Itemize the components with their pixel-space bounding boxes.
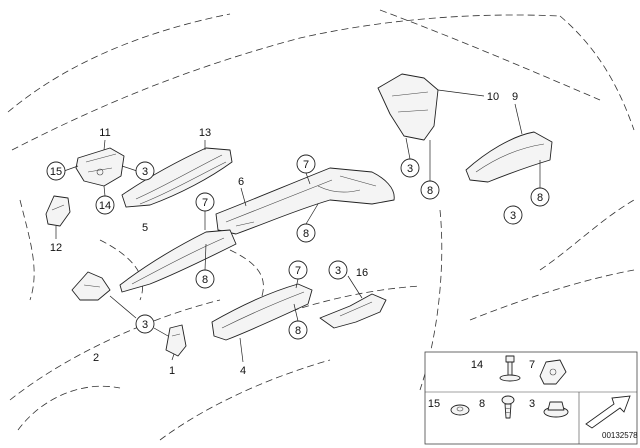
callout-bubble-c8e: 8 bbox=[288, 320, 308, 340]
callout-bubble-c8c: 8 bbox=[420, 180, 440, 200]
callout-circle bbox=[296, 154, 316, 174]
callout-circle bbox=[530, 187, 550, 207]
part-6-tunnel-shield bbox=[215, 167, 395, 235]
callout-bubble-c8b: 8 bbox=[296, 223, 316, 243]
part-10-upper-shield bbox=[377, 73, 439, 141]
part-5-exhaust-shield bbox=[119, 229, 237, 293]
callout-number: 7 bbox=[295, 265, 301, 277]
part-label-p4: 4 bbox=[240, 365, 246, 377]
callout-circle bbox=[195, 269, 215, 289]
part-9-rear-heat-shield bbox=[465, 131, 553, 183]
part-label-p10: 10 bbox=[487, 91, 499, 103]
callout-number: 7 bbox=[202, 197, 208, 209]
callout-bubble-c15a: 15 bbox=[46, 161, 66, 181]
callout-bubble-c3e: 3 bbox=[135, 314, 155, 334]
part-label-p5: 5 bbox=[142, 222, 148, 234]
callout-circle bbox=[95, 195, 115, 215]
part-label-p16: 16 bbox=[356, 267, 368, 279]
part-12-bracket bbox=[45, 195, 71, 227]
legend-label-l7: 7 bbox=[529, 359, 535, 371]
part-1-bracket bbox=[165, 324, 187, 357]
callout-circle bbox=[288, 260, 308, 280]
leader-lines bbox=[55, 89, 541, 363]
callout-bubbles: 15 3 14 7 8 7 8 3 8 8 3 7 3 8 3 bbox=[46, 154, 550, 340]
part-11-shield bbox=[75, 147, 125, 187]
callout-circle bbox=[503, 205, 523, 225]
callout-number: 14 bbox=[99, 200, 111, 212]
part-front-mount bbox=[71, 271, 111, 301]
callout-bubble-c8a: 8 bbox=[195, 269, 215, 289]
callout-bubble-c3d: 3 bbox=[328, 260, 348, 280]
callout-circle bbox=[195, 192, 215, 212]
bolt-icon bbox=[501, 395, 515, 419]
legend-frame bbox=[424, 351, 638, 445]
callout-number: 8 bbox=[537, 192, 543, 204]
callout-number: 3 bbox=[510, 210, 516, 222]
callout-circle bbox=[420, 180, 440, 200]
part-label-p12: 12 bbox=[50, 242, 62, 254]
callout-number: 3 bbox=[142, 319, 148, 331]
callout-number: 8 bbox=[427, 185, 433, 197]
legend-label-l3: 3 bbox=[529, 398, 535, 410]
part-16-clip-plate bbox=[319, 293, 387, 329]
part-label-p11: 11 bbox=[99, 127, 110, 139]
part-label-p2: 2 bbox=[93, 352, 99, 364]
part-label-p1: 1 bbox=[169, 365, 175, 377]
callout-bubble-c14a: 14 bbox=[95, 195, 115, 215]
reference-number: 00132578 bbox=[602, 431, 638, 440]
part-13-heat-shield bbox=[121, 147, 233, 208]
fastener-legend: 14 7 15 8 3 bbox=[424, 351, 638, 445]
callout-number: 3 bbox=[335, 265, 341, 277]
callout-circle bbox=[288, 320, 308, 340]
part-label-p13: 13 bbox=[199, 127, 211, 139]
callout-number: 7 bbox=[303, 159, 309, 171]
nut-icon bbox=[543, 401, 569, 418]
callout-number: 3 bbox=[407, 163, 413, 175]
direction-arrow-icon bbox=[585, 395, 631, 429]
grommet-icon bbox=[450, 404, 470, 416]
part-label-p6: 6 bbox=[238, 176, 244, 188]
callout-number: 8 bbox=[295, 325, 301, 337]
callout-bubble-c7a: 7 bbox=[195, 192, 215, 212]
callout-circle bbox=[46, 161, 66, 181]
legend-labels: 14 7 15 8 3 bbox=[428, 359, 535, 410]
legend-label-l8: 8 bbox=[479, 398, 485, 410]
legend-label-l14: 14 bbox=[471, 359, 483, 371]
callout-circle bbox=[135, 161, 155, 181]
callout-number: 3 bbox=[142, 166, 148, 178]
callout-number: 8 bbox=[202, 274, 208, 286]
callout-circle bbox=[328, 260, 348, 280]
part-label-p9: 9 bbox=[512, 91, 518, 103]
callout-bubble-c3a: 3 bbox=[135, 161, 155, 181]
callout-number: 15 bbox=[50, 166, 62, 178]
callout-circle bbox=[296, 223, 316, 243]
part-4-rear-shield bbox=[211, 283, 313, 341]
callout-bubble-c8d: 8 bbox=[530, 187, 550, 207]
screw-icon bbox=[499, 355, 521, 382]
callout-bubble-c3b: 3 bbox=[400, 158, 420, 178]
callout-bubble-c3c: 3 bbox=[503, 205, 523, 225]
callout-circle bbox=[400, 158, 420, 178]
callout-bubble-c7b: 7 bbox=[296, 154, 316, 174]
callout-number: 8 bbox=[303, 228, 309, 240]
clip-nut-icon bbox=[539, 359, 567, 385]
legend-label-l15: 15 bbox=[428, 398, 440, 410]
callout-circle bbox=[135, 314, 155, 334]
callout-bubble-c7c: 7 bbox=[288, 260, 308, 280]
